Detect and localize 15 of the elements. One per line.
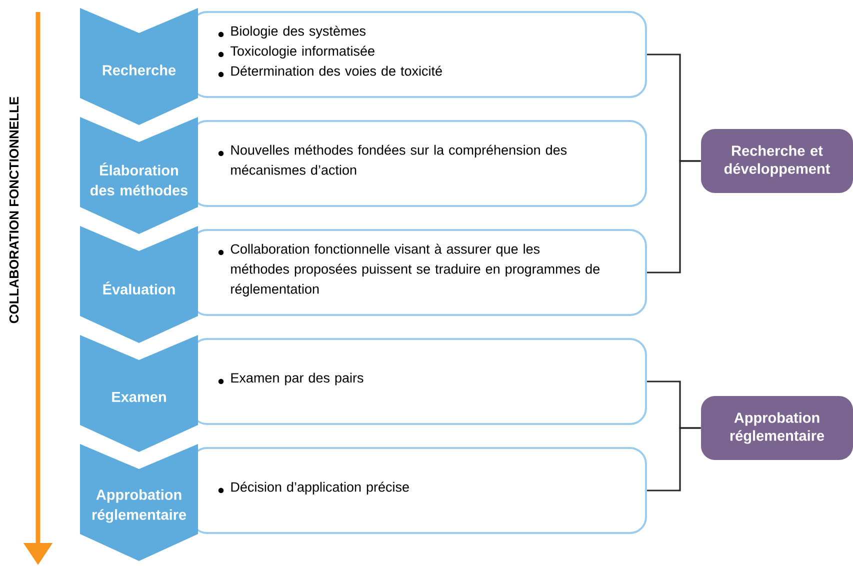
step-box: Recherche: [80, 8, 198, 125]
bracket-line: [647, 160, 701, 274]
text-box: Nouvelles méthodes fondées sur la compréhension des mécanismes d’action: [190, 120, 647, 207]
text-box: Décision d’application précise: [190, 447, 647, 534]
step-box: Élaboration des méthodes: [80, 117, 198, 234]
group-box: Approbation réglementaire: [701, 396, 853, 460]
step-box: Examen: [80, 335, 198, 452]
step-box: Approbation réglementaire: [80, 444, 198, 561]
text-box: Biologie des systèmes Toxicologie informatisée Détermination des voies de toxicité: [190, 11, 647, 98]
text-box: Examen par des pairs: [190, 338, 647, 425]
text-box: Collaboration fonctionnelle visant à assurer que les méthodes proposées puissent se traduire en programmes de réglementation: [190, 229, 647, 316]
step-box: Évaluation: [80, 226, 198, 343]
axis-label: COLLABORATION FONCTIONNELLE: [9, 96, 19, 324]
group-box: Recherche et développement: [701, 129, 853, 193]
bracket-line: [647, 427, 701, 492]
